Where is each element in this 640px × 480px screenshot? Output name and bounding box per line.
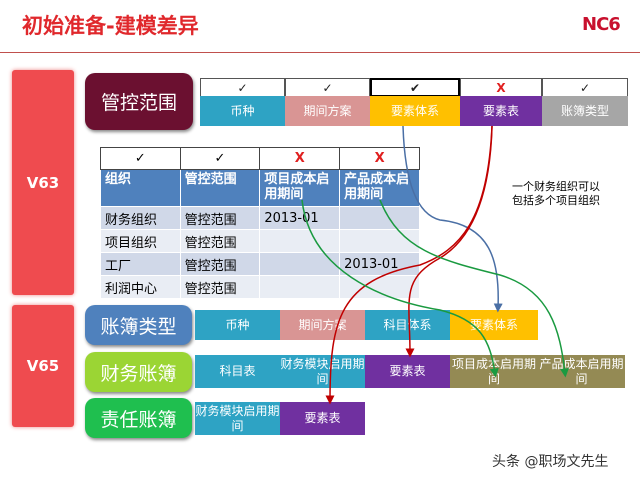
scope-cell: 账簿类型 <box>542 96 628 126</box>
table-cell: 管控范围 <box>179 206 261 230</box>
watermark: 头条 @职场文先生 <box>492 454 609 470</box>
note: 一个财务组织可以 包括多个项目组织 <box>512 180 600 209</box>
page-title: 初始准备-建模差异 <box>22 14 199 38</box>
check-mark: ✓ <box>179 147 261 170</box>
note-line: 包括多个项目组织 <box>512 194 600 208</box>
table-cell: 工厂 <box>100 252 181 276</box>
arrow-red-1 <box>405 125 493 358</box>
column-header: 组织 <box>100 169 181 207</box>
book-cell: 科目表 <box>195 355 280 388</box>
table-cell: 管控范围 <box>179 252 261 276</box>
arrow-green-2 <box>379 199 569 378</box>
v65-label: V65 <box>12 305 74 427</box>
book-label: 账簿类型 <box>85 305 192 345</box>
book-cell: 财务模块启用期间 <box>280 355 365 388</box>
table-cell <box>339 206 420 230</box>
table-cell: 财务组织 <box>100 206 181 230</box>
v63-label: V63 <box>12 70 74 295</box>
check-mark: X <box>339 147 420 170</box>
book-cell: 要素体系 <box>450 310 538 340</box>
check-mark: X <box>259 147 341 170</box>
book-cell: 要素表 <box>365 355 450 388</box>
book-cell: 期间方案 <box>280 310 365 340</box>
check-mark: ✓ <box>100 147 181 170</box>
column-header: 管控范围 <box>179 169 261 207</box>
book-cell: 项目成本启用期间 <box>450 355 538 388</box>
nc6-logo: NC6 <box>582 14 621 35</box>
table-cell: 利润中心 <box>100 275 181 299</box>
book-cell: 科目体系 <box>365 310 450 340</box>
scope-label: 管控范围 <box>85 73 193 130</box>
table-cell: 管控范围 <box>179 229 261 253</box>
book-cell: 要素表 <box>280 402 365 435</box>
book-label: 财务账簿 <box>85 352 192 392</box>
table-cell <box>259 275 341 299</box>
scope-cell: 要素表 <box>460 96 542 126</box>
table-row: 利润中心管控范围 <box>100 275 420 299</box>
book-cell: 币种 <box>195 310 280 340</box>
book-label: 责任账簿 <box>85 398 192 438</box>
table-cell <box>339 229 420 253</box>
table-cell: 项目组织 <box>100 229 181 253</box>
table-row: 项目组织管控范围 <box>100 229 420 253</box>
title-divider <box>0 52 640 53</box>
arrow-blue <box>402 125 503 313</box>
arrow-green-1 <box>301 199 499 378</box>
scope-cell: 币种 <box>200 96 285 126</box>
scope-cell: 要素体系 <box>370 96 460 126</box>
book-cell: 产品成本启用期间 <box>538 355 625 388</box>
arrow-red-2 <box>325 125 493 405</box>
note-line: 一个财务组织可以 <box>512 180 600 193</box>
column-header: 项目成本启用期间 <box>259 169 341 207</box>
book-cell: 财务模块启用期间 <box>195 402 280 435</box>
scope-cell: 期间方案 <box>285 96 370 126</box>
